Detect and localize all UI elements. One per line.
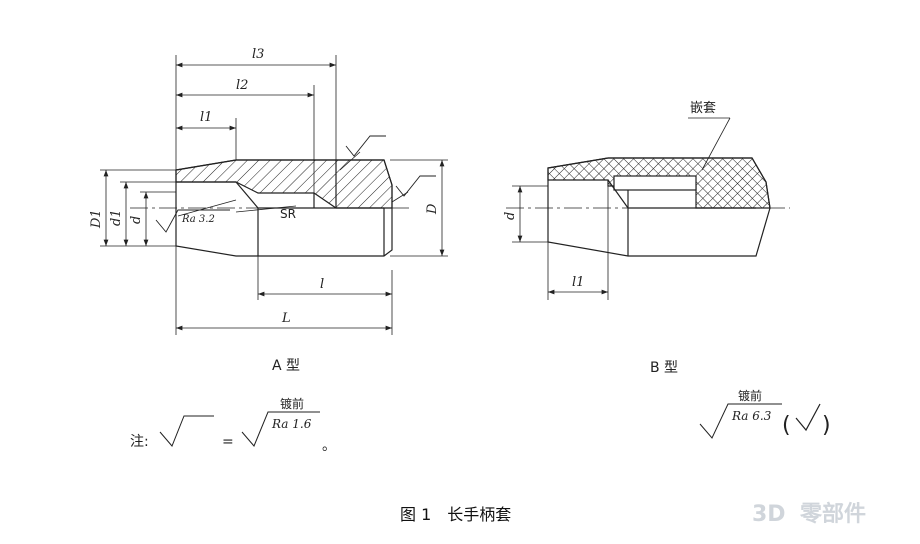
dim-l1-label: l1 (200, 110, 212, 125)
b-note-plating-label: 镀前 (738, 388, 762, 403)
type-a-roughness-value: Ra 3.2 (181, 214, 215, 225)
dim-D-label: D (425, 203, 440, 215)
dim-l2-label: l2 (236, 78, 248, 93)
dim-d1-label: d1 (109, 209, 124, 226)
dim-D1-label: D1 (89, 209, 104, 229)
type-b-slot (613, 175, 697, 191)
b-note-check-symbol (795, 403, 821, 432)
dim-l3-label: l3 (252, 47, 264, 62)
type-a-roughness-chamfer (395, 175, 436, 197)
type-b-dim-l1-label: l1 (572, 275, 584, 290)
type-a-outline (175, 159, 393, 257)
watermark-3d: 3D (752, 502, 786, 527)
type-a-roughness-top (345, 135, 386, 157)
dim-l-label: l (320, 277, 324, 292)
note-roughness-symbol-plain (159, 415, 214, 447)
sr-label: SR (280, 207, 296, 221)
type-a-section-hatch (175, 159, 393, 209)
type-a-caption: A 型 (272, 358, 300, 374)
note-plating-label: 镀前 (280, 396, 304, 411)
note-equals: = (222, 434, 234, 450)
type-a-view (100, 55, 448, 335)
type-b-dim-d-label: d (503, 212, 518, 220)
note-roughness-value: Ra 1.6 (271, 417, 312, 431)
note-block: 注: = 镀前 Ra 1.6 。 (130, 396, 336, 454)
type-b-view (506, 117, 790, 300)
b-note-roughness-symbol (699, 403, 782, 439)
type-b-caption: B 型 (650, 360, 678, 376)
b-note-paren-open: ( (782, 413, 791, 438)
b-note-paren-close: ) (822, 413, 831, 438)
note-period: 。 (322, 438, 336, 454)
type-a-roughness-symbol (155, 209, 230, 233)
b-note-roughness-value: Ra 6.3 (731, 409, 772, 423)
watermark: 3D 零部件 (752, 501, 866, 527)
note-prefix: 注: (130, 434, 149, 450)
dim-L-label: L (281, 311, 291, 326)
type-b-roughness-note: 镀前 Ra 6.3 ( ) (699, 388, 831, 439)
figure-caption: 图 1 长手柄套 (400, 505, 511, 524)
type-b-insert-label: 嵌套 (690, 100, 716, 116)
dim-d-label: d (129, 216, 144, 224)
watermark-text: 零部件 (799, 501, 866, 527)
note-roughness-symbol-full (241, 411, 320, 447)
